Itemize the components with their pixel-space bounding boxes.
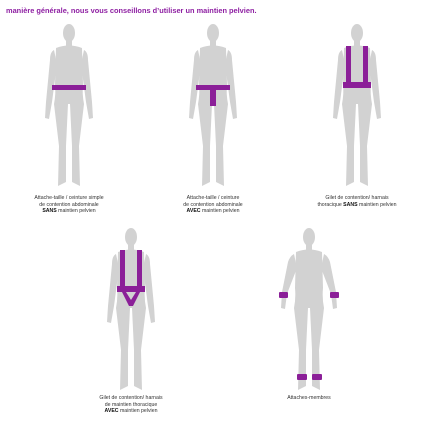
harness-left-strap bbox=[346, 46, 351, 86]
figure-panel-thoracic-harness: Gilet de contention/ harnais thoracique … bbox=[297, 22, 417, 208]
human-silhouette-waist-belt-pelvic bbox=[180, 22, 246, 192]
human-silhouette-waist-belt bbox=[36, 22, 102, 192]
caption-thoracic-harness-pelvic: Gilet de contention/ harnais de maintien… bbox=[71, 395, 191, 415]
pelvic-strap bbox=[210, 89, 216, 106]
right-ankle-strap bbox=[312, 374, 322, 380]
figure-panel-limb-restraints: Attaches-membres bbox=[249, 226, 369, 402]
harness-waist-strap bbox=[343, 82, 371, 88]
figure-panel-waist-belt-pelvic: Attache-taille / ceinture de contention … bbox=[153, 22, 273, 215]
left-wrist-strap bbox=[279, 292, 288, 298]
intro-text: manière générale, nous vous conseillons … bbox=[6, 6, 421, 15]
human-silhouette-thoracic-harness bbox=[324, 22, 390, 192]
figure-panel-thoracic-harness-pelvic: Gilet de contention/ harnais de maintien… bbox=[71, 226, 191, 415]
right-wrist-strap bbox=[330, 292, 339, 298]
left-ankle-strap bbox=[297, 374, 307, 380]
caption-waist-belt-pelvic: Attache-taille / ceinture de contention … bbox=[153, 195, 273, 215]
waist-belt-strap bbox=[52, 85, 86, 90]
harness-right-strap bbox=[137, 250, 142, 290]
caption-limb-restraints: Attaches-membres bbox=[249, 395, 369, 402]
caption-waist-belt: Attache-taille / ceinture simple de cont… bbox=[9, 195, 129, 215]
caption-thoracic-harness: Gilet de contention/ harnais thoracique … bbox=[297, 195, 417, 208]
figure-panel-waist-belt: Attache-taille / ceinture simple de cont… bbox=[9, 22, 129, 215]
human-silhouette-limb-restraints bbox=[276, 226, 342, 392]
harness-waist-strap bbox=[117, 286, 145, 292]
human-silhouette-thoracic-harness-pelvic bbox=[98, 226, 164, 392]
harness-right-strap bbox=[363, 46, 368, 86]
harness-left-strap bbox=[120, 250, 125, 290]
